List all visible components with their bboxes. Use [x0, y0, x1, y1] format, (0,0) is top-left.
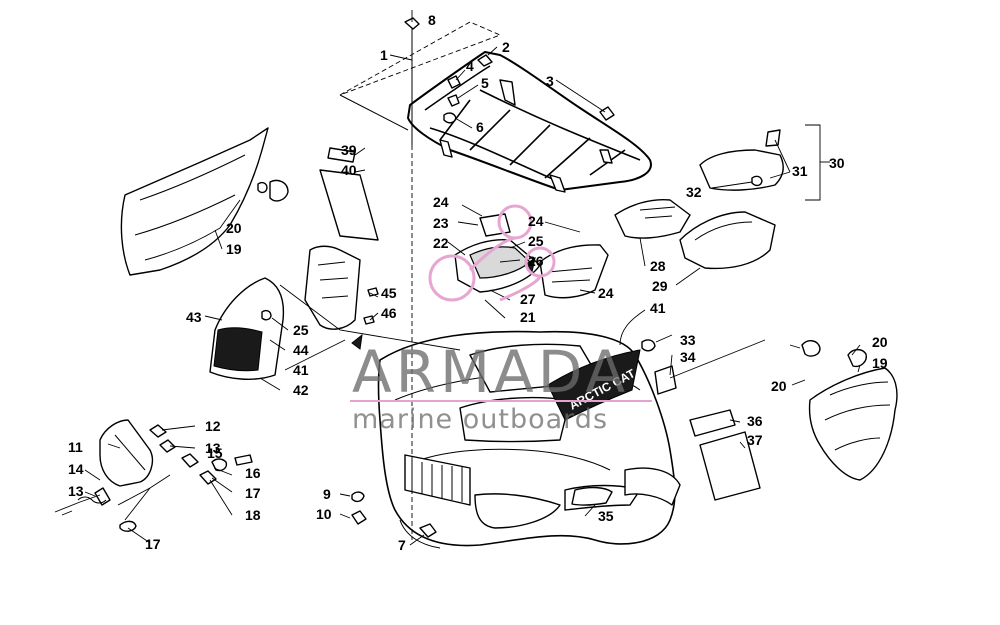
callout-label: 24: [528, 213, 544, 229]
storage-lid: [699, 124, 830, 201]
callout-label: 46: [381, 305, 397, 321]
callout-label: 5: [481, 75, 489, 91]
leader-lines: [84, 10, 861, 546]
callout-label: 24: [598, 285, 614, 301]
callout-label: 11: [68, 439, 83, 455]
callout-label: 7: [398, 537, 406, 553]
callout-label: 20: [872, 334, 888, 350]
callout-label: 16: [245, 465, 261, 481]
callout-label: 28: [650, 258, 666, 274]
callout-label: 34: [680, 349, 696, 365]
callout-label: 31: [792, 163, 808, 179]
left-front-panels: [209, 245, 361, 380]
callout-label: 35: [598, 508, 614, 524]
callout-label: 19: [872, 355, 888, 371]
left-side-panel: [120, 127, 289, 276]
callout-label: 13: [205, 440, 221, 456]
callout-labels: 8 1 2 3 4 5 6 39 40 20 19 24 23 22 24 25…: [68, 12, 888, 553]
callout-label: 26: [528, 253, 544, 269]
callout-label: 21: [520, 309, 536, 325]
callout-label: 20: [226, 220, 242, 236]
callout-label: 25: [293, 322, 309, 338]
decal-36-37: [689, 409, 761, 501]
callout-label: 33: [680, 332, 696, 348]
callout-label: 14: [68, 461, 84, 477]
callout-label: 41: [293, 362, 309, 378]
callout-label: 37: [747, 432, 763, 448]
callout-label: 24: [433, 194, 449, 210]
callout-label: 1: [380, 47, 388, 63]
callout-label: 19: [226, 241, 242, 257]
callout-label: 39: [341, 142, 357, 158]
callout-label: 15: [207, 445, 223, 461]
callout-label: 20: [771, 378, 787, 394]
callout-label: 42: [293, 382, 309, 398]
callout-label: 27: [520, 291, 536, 307]
callout-label: 2: [502, 39, 510, 55]
callout-label: 36: [747, 413, 763, 429]
right-side-panel: [801, 340, 898, 481]
callout-label: 29: [652, 278, 668, 294]
callout-label: 43: [186, 309, 202, 325]
watermark-tagline: marine outboards: [352, 404, 608, 435]
callout-label: 3: [546, 73, 554, 89]
callout-label: 17: [145, 536, 161, 552]
callout-label: 4: [466, 58, 474, 74]
callout-label: 13: [68, 483, 84, 499]
callout-label: 30: [829, 155, 845, 171]
callout-label: 41: [650, 300, 666, 316]
callout-label: 25: [528, 233, 544, 249]
callout-label: 6: [476, 119, 484, 135]
callout-label: 9: [323, 486, 331, 502]
hardware: [351, 17, 677, 540]
callout-label: 10: [316, 506, 332, 522]
front-rack: [339, 21, 652, 193]
watermark-brand: ARMADA: [352, 338, 629, 406]
callout-label: 8: [428, 12, 436, 28]
decal-38-39: [319, 147, 379, 241]
callout-label: 45: [381, 285, 397, 301]
callout-label: 18: [245, 507, 261, 523]
callout-label: 32: [686, 184, 702, 200]
callout-label: 40: [341, 162, 357, 178]
callout-label: 22: [433, 235, 449, 251]
watermark-logo: [428, 204, 556, 302]
headlight-bezel: [54, 419, 253, 532]
watermark: ARMADA marine outboards: [350, 204, 652, 435]
callout-label: 17: [245, 485, 261, 501]
storage-tray: [614, 198, 776, 270]
watermark-rule: [350, 400, 652, 402]
callout-label: 23: [433, 215, 449, 231]
callout-label: 12: [205, 418, 221, 434]
callout-label: 44: [293, 342, 309, 358]
